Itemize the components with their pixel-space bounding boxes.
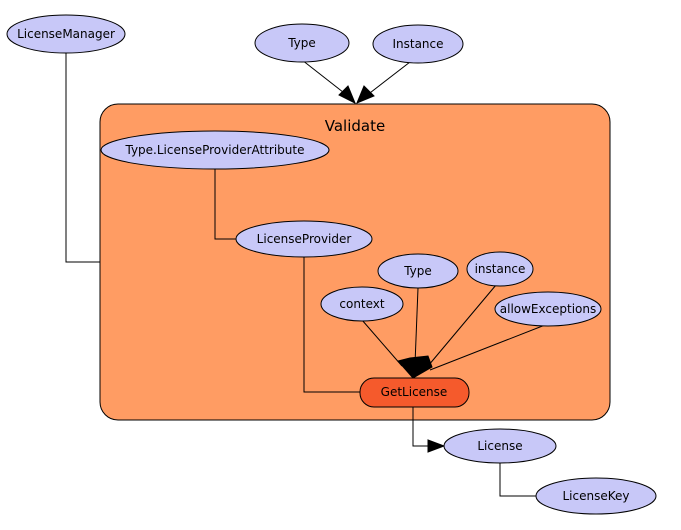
arrowhead-type-validate	[338, 85, 356, 105]
edge-instance-validate	[365, 61, 411, 97]
edge-context-getlicense	[361, 319, 403, 367]
node-instance-inner-shape	[466, 251, 534, 287]
node-license-provider-label: LicenseProvider	[257, 232, 352, 246]
node-get-license-label: GetLicense	[381, 385, 448, 399]
node-context[interactable]: context	[320, 286, 404, 322]
node-get-license[interactable]: GetLicense	[359, 377, 470, 408]
arrowhead-instance-validate	[356, 85, 375, 104]
node-license-provider-attribute-label: Type.LicenseProviderAttribute	[124, 143, 304, 157]
validate-container-title: Validate	[325, 117, 385, 135]
node-license-manager-label: LicenseManager	[17, 27, 115, 41]
edge-licensemanager-validate	[65, 52, 100, 263]
edge-instance-getlicense	[427, 284, 497, 367]
node-type-top-shape	[254, 23, 350, 63]
node-license-label: License	[477, 439, 522, 453]
node-license-provider-attribute-shape	[100, 130, 330, 170]
node-instance-top-label: Instance	[392, 37, 443, 51]
edge-getlicense-license	[412, 407, 430, 447]
node-license-provider-shape	[235, 220, 373, 258]
node-license[interactable]: License	[443, 428, 557, 464]
edge-type-getlicense	[414, 287, 419, 365]
edge-license-licensekey	[499, 463, 537, 497]
node-type-inner[interactable]: Type	[377, 253, 459, 289]
node-type-inner-shape	[377, 253, 459, 289]
node-allow-exceptions-label: allowExceptions	[500, 302, 597, 316]
node-license-provider[interactable]: LicenseProvider	[235, 220, 373, 258]
node-type-top[interactable]: Type	[254, 23, 350, 63]
arrowhead-getlicense-in	[397, 355, 433, 379]
arrowheads	[338, 85, 446, 453]
node-context-shape	[320, 286, 404, 322]
node-license-manager[interactable]: LicenseManager	[6, 14, 126, 54]
node-get-license-shape	[359, 377, 470, 408]
node-instance-top-shape	[372, 24, 464, 64]
node-instance-inner-label: instance	[475, 262, 526, 276]
node-context-label: context	[339, 297, 385, 311]
edge-allowexceptions-getlicense	[429, 324, 546, 371]
node-license-key-label: LicenseKey	[563, 489, 630, 503]
node-instance-inner[interactable]: instance	[466, 251, 534, 287]
edge-provider-getlicense	[303, 256, 360, 393]
node-license-key[interactable]: LicenseKey	[535, 477, 657, 515]
node-type-inner-label: Type	[403, 264, 432, 278]
node-instance-top[interactable]: Instance	[372, 24, 464, 64]
node-allow-exceptions-shape	[494, 291, 602, 327]
edge-type-validate	[301, 59, 349, 97]
node-type-top-label: Type	[287, 36, 316, 50]
node-license-shape	[443, 428, 557, 464]
node-license-provider-attribute[interactable]: Type.LicenseProviderAttribute	[100, 130, 330, 170]
edges	[65, 52, 546, 497]
node-license-key-shape	[535, 477, 657, 515]
node-license-manager-shape	[6, 14, 126, 54]
node-allow-exceptions[interactable]: allowExceptions	[494, 291, 602, 327]
edge-attribute-provider	[214, 168, 237, 240]
arrowhead-license-in	[427, 439, 446, 453]
